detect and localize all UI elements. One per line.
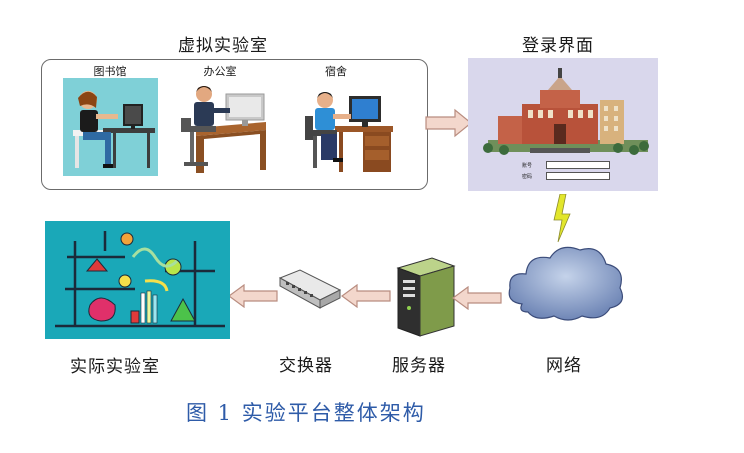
- switch-label: 交换器: [279, 356, 333, 376]
- login-title: 登录界面: [522, 36, 594, 56]
- figure-caption: 图 1 实验平台整体架构: [186, 401, 426, 425]
- virtual-lab-title: 虚拟实验室: [178, 36, 268, 56]
- network-label: 网络: [546, 356, 582, 376]
- server-icon: [396, 257, 456, 337]
- account-label: 账号: [522, 163, 533, 169]
- library-scene-image: [63, 78, 158, 176]
- lightning-icon: [553, 194, 571, 243]
- password-label: 密码: [522, 174, 533, 180]
- login-screen-panel: 账号 密码: [468, 58, 658, 191]
- arrow-server-to-switch: [341, 284, 391, 308]
- server-label: 服务器: [392, 356, 446, 376]
- scene-label-office: 办公室: [203, 65, 237, 78]
- office-scene-image: [176, 78, 271, 176]
- scene-label-dorm: 宿舍: [325, 65, 347, 78]
- lab-equipment-image: [45, 221, 230, 339]
- network-cloud-icon: [508, 246, 623, 321]
- scene-label-library: 图书馆: [93, 65, 127, 78]
- dorm-scene-image: [297, 78, 395, 176]
- account-input[interactable]: [546, 161, 610, 169]
- arrow-to-login: [425, 108, 472, 138]
- password-input[interactable]: [546, 172, 610, 180]
- arrow-switch-to-lab: [228, 284, 278, 308]
- real-lab-panel: [45, 221, 230, 339]
- real-lab-label: 实际实验室: [70, 357, 160, 377]
- arrow-cloud-to-server: [452, 286, 502, 310]
- switch-icon: [278, 269, 342, 309]
